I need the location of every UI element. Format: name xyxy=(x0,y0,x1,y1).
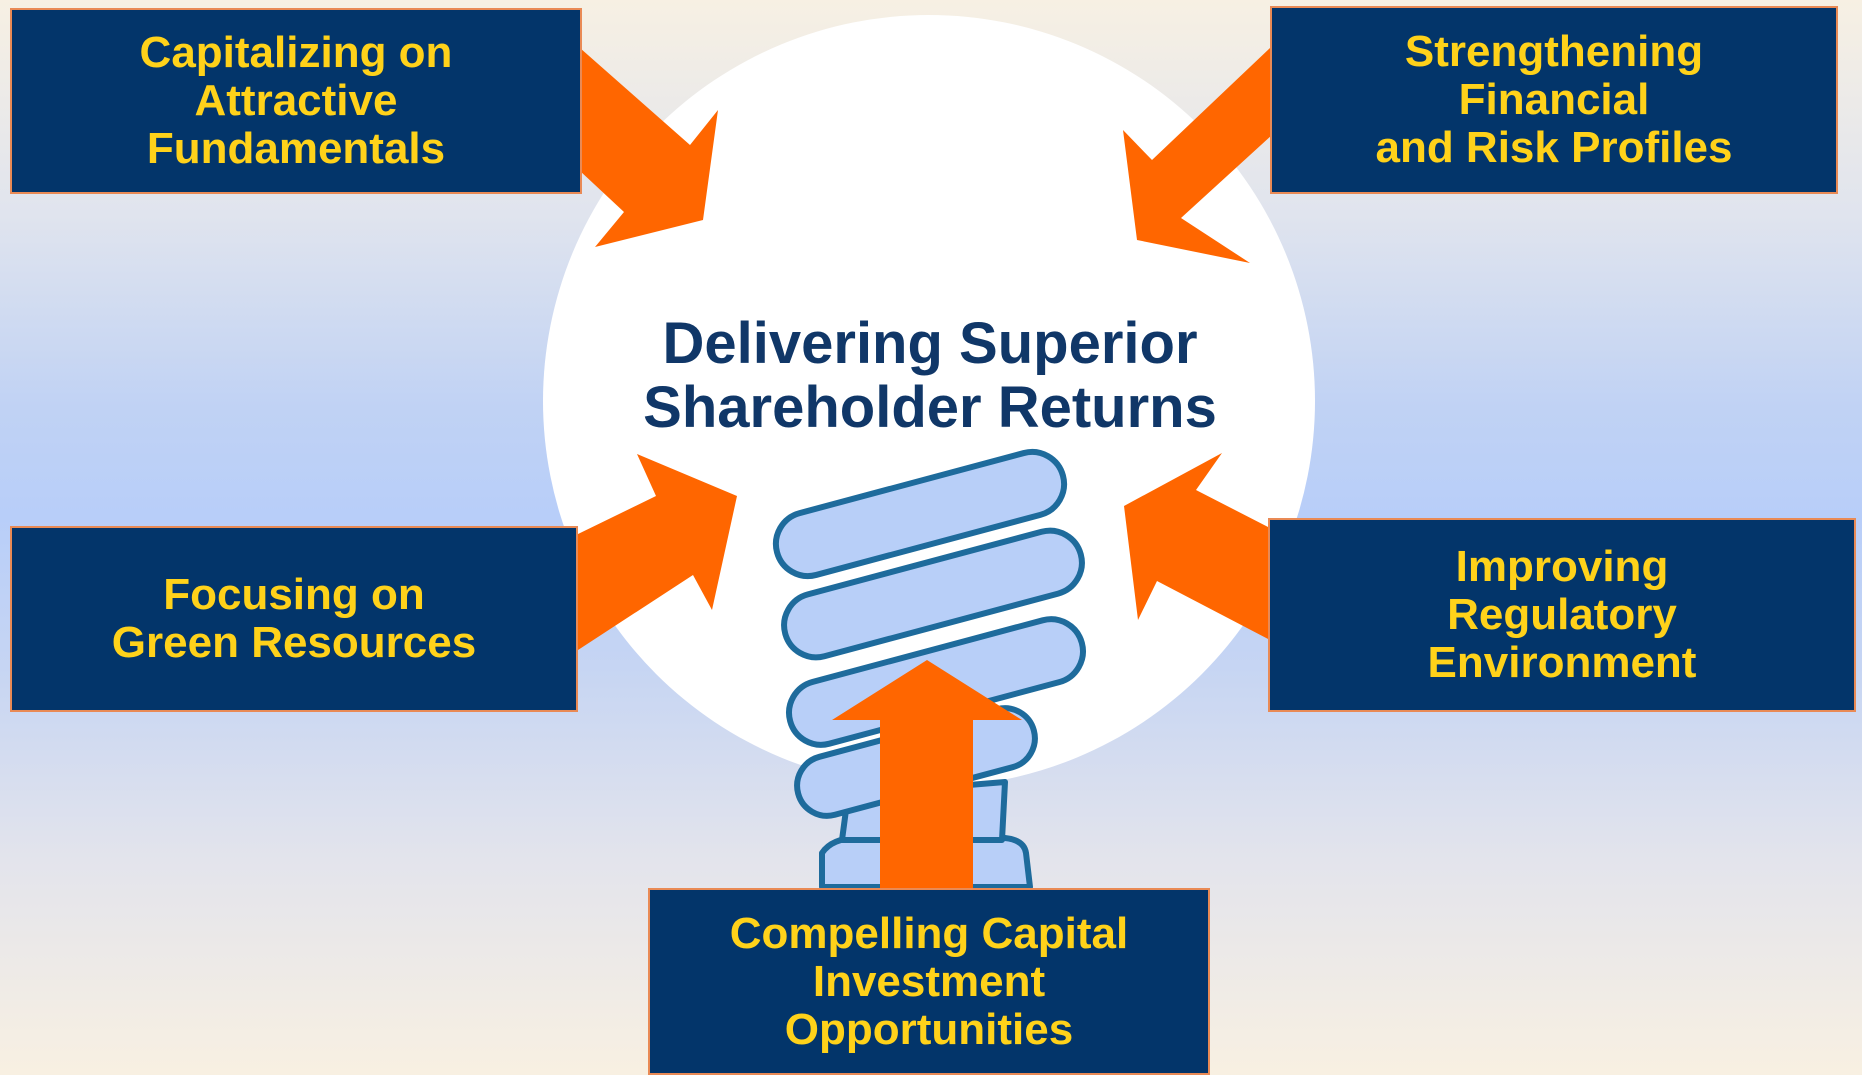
driver-box-bottom: Compelling Capital Investment Opportunit… xyxy=(648,888,1210,1075)
arrow-icon-middle-right xyxy=(1124,453,1270,640)
driver-box-middle-right: Improving Regulatory Environment xyxy=(1268,518,1856,712)
driver-label-middle-left: Focusing on Green Resources xyxy=(111,570,477,667)
driver-label-bottom: Compelling Capital Investment Opportunit… xyxy=(729,908,1129,1054)
bulb-spiral-2 xyxy=(781,527,1085,661)
driver-label-top-right: Strengthening Financial and Risk Profile… xyxy=(1375,27,1733,172)
driver-label-middle-right: Improving Regulatory Environment xyxy=(1427,542,1697,687)
center-circle xyxy=(543,15,1315,787)
arrow-icon-middle-left xyxy=(576,454,737,650)
driver-box-middle-left: Focusing on Green Resources xyxy=(10,526,578,712)
arrow-icon-bottom xyxy=(832,660,1022,890)
arrow-icon-top-right xyxy=(1123,48,1272,263)
driver-box-top-left: Capitalizing on Attractive Fundamentals xyxy=(10,8,582,194)
center-title: Delivering Superior Shareholder Returns xyxy=(643,311,1217,440)
driver-label-top-left: Capitalizing on Attractive Fundamentals xyxy=(139,28,453,173)
driver-box-top-right: Strengthening Financial and Risk Profile… xyxy=(1270,6,1838,194)
bulb-spiral-1 xyxy=(772,448,1068,580)
